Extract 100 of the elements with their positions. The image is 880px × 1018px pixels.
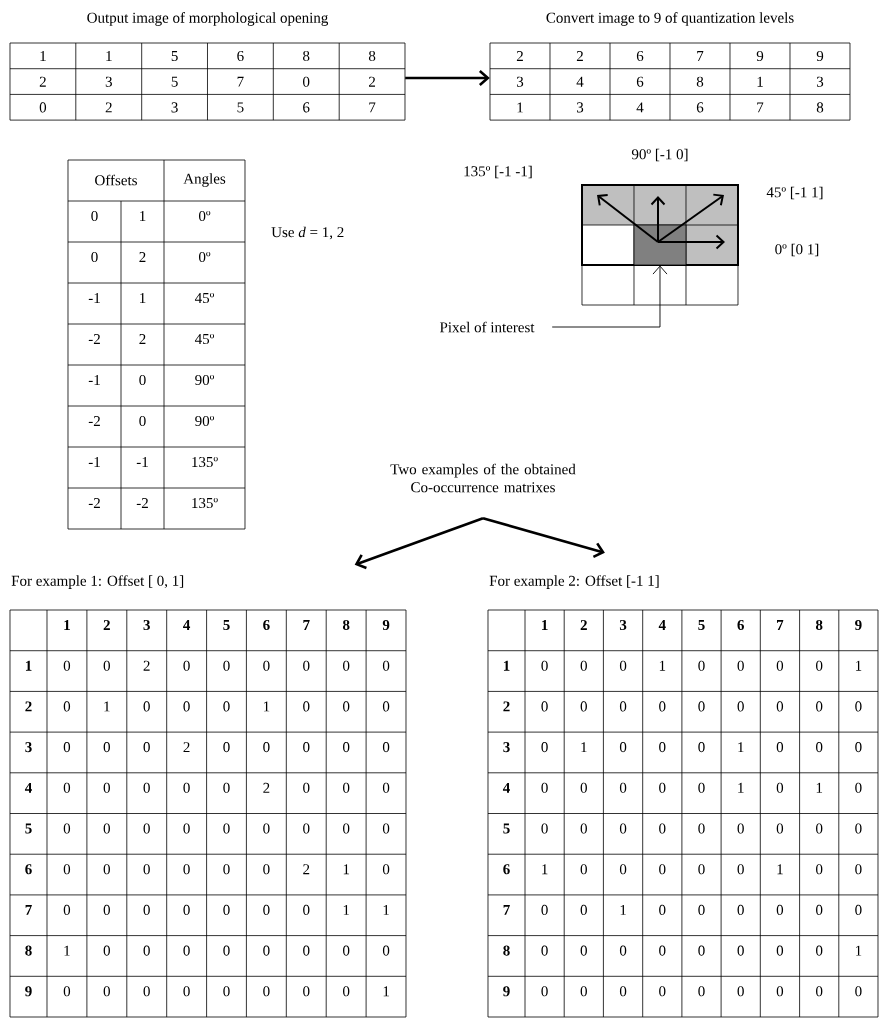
table-cell: 0 (659, 904, 666, 915)
table-cell: 0 (855, 823, 862, 834)
table-cell: 90º (195, 374, 215, 386)
table-cell: 0 (659, 701, 666, 712)
table-cell: 1 (738, 742, 744, 753)
table-cell: 0 (855, 986, 862, 997)
table-cell: 0 (619, 945, 627, 956)
table-cell: 1 (503, 660, 510, 671)
arrow (354, 517, 484, 570)
table-cell: 3 (105, 76, 112, 87)
table-cell: 8 (342, 619, 350, 631)
table-cell: 1 (738, 782, 744, 793)
table-cell: 0 (303, 904, 310, 915)
table-cell: 0 (303, 742, 310, 753)
table-cell: 3 (25, 742, 32, 753)
table-cell: 135º (192, 456, 218, 468)
table-cell: 0º (199, 251, 211, 263)
table-cell: 0 (698, 864, 705, 875)
table-cell: 0 (143, 782, 150, 793)
pixel-cell (633, 224, 687, 266)
table-cell: 0 (580, 986, 587, 997)
direction-label: 0º [0 1] (775, 243, 819, 257)
table-cell: 0 (183, 701, 190, 712)
table-cell: 0 (343, 660, 350, 671)
table-cell: 0 (39, 102, 47, 113)
table-cell: 0 (183, 986, 190, 997)
table-cell: 0 (737, 823, 744, 834)
table-cell: 4 (24, 782, 32, 793)
table-cell: 2 (25, 701, 32, 712)
table-cell: 0 (103, 660, 110, 671)
table-heading: Output image of morphological opening (87, 12, 329, 26)
table-cell: 0 (263, 945, 270, 956)
table-cell: -2 (88, 334, 100, 344)
table-cell: 0 (63, 986, 71, 997)
table-cell: 1 (855, 945, 862, 956)
table-cell: 0 (541, 660, 548, 671)
table-cell: 0 (103, 904, 110, 915)
table-cell: 1 (140, 211, 146, 221)
table-cell: 6 (636, 50, 644, 62)
table-cell: 0 (659, 742, 666, 753)
table-cell: 2 (139, 252, 146, 262)
table-cell: 7 (369, 102, 376, 113)
table-cell: 2 (516, 51, 523, 61)
table-cell: 2 (139, 334, 146, 344)
table-cell: 0 (303, 782, 310, 793)
table-cell: 0 (698, 782, 705, 793)
table-cell: 0 (223, 904, 230, 915)
table-cell: 0 (103, 986, 110, 997)
arrow (482, 516, 605, 558)
caption-text: Two examples of the obtained Co-occurrence matrixes (390, 463, 576, 493)
table-cell: 6 (737, 619, 744, 631)
table-cell: 0 (103, 782, 110, 793)
table-cell: 45º (194, 333, 215, 345)
table-cell: 5 (171, 51, 178, 61)
table-cell: 0 (619, 701, 627, 712)
table-cell: 7 (237, 76, 244, 87)
table-cell: 0 (303, 823, 310, 834)
table-cell: 0 (698, 904, 705, 915)
table-cell: 0 (619, 986, 627, 997)
table-cell: 1 (542, 620, 548, 630)
table-cell: 9 (816, 50, 824, 62)
table-cell: 2 (263, 782, 270, 793)
table-cell: 9 (25, 986, 32, 997)
table-cell: 9 (756, 50, 764, 62)
table-cell: 0 (223, 986, 230, 997)
table-cell: 0 (541, 945, 548, 956)
table-cell: 1 (64, 945, 70, 956)
table-cell: 8 (303, 50, 310, 62)
table-cell: 0 (63, 660, 71, 671)
table-cell: 9 (503, 986, 510, 997)
table-cell: 5 (503, 823, 510, 834)
table-cell: 1 (343, 864, 350, 875)
table-cell: 0 (303, 986, 310, 997)
direction-label: 135º [-1 -1] (464, 165, 532, 179)
table-cell: 0 (143, 945, 150, 956)
arrow (405, 70, 490, 86)
table-cell: 0 (580, 864, 587, 875)
table-cell: 1 (581, 742, 587, 753)
table-cell: 0 (382, 823, 390, 834)
table-cell: 3 (171, 102, 178, 113)
table-cell: 1 (263, 701, 270, 712)
table-cell: 0º (199, 210, 211, 222)
table-cell: 2 (503, 701, 510, 712)
table-cell: 8 (368, 50, 376, 62)
table-cell: 9 (855, 619, 862, 631)
table-cell: 0 (698, 986, 705, 997)
table-cell: 0 (143, 823, 150, 834)
direction-label: 90º [-1 0] (631, 148, 688, 162)
table-cell: 0 (737, 701, 744, 712)
table-cell: 0 (580, 945, 587, 956)
table-cell: 9 (382, 619, 390, 631)
table-cell: 0 (223, 782, 230, 793)
table-cell: 0 (143, 904, 150, 915)
table-cell: 0 (382, 701, 390, 712)
table-heading: For example 1: Offset [ 0, 1] (11, 575, 184, 589)
table-cell: 0 (737, 660, 744, 671)
table-heading: Convert image to 9 of quantization levels (546, 12, 794, 26)
table-cell: 8 (503, 945, 510, 956)
table-cell: 0 (698, 823, 705, 834)
table-cell: 1 (816, 782, 823, 793)
